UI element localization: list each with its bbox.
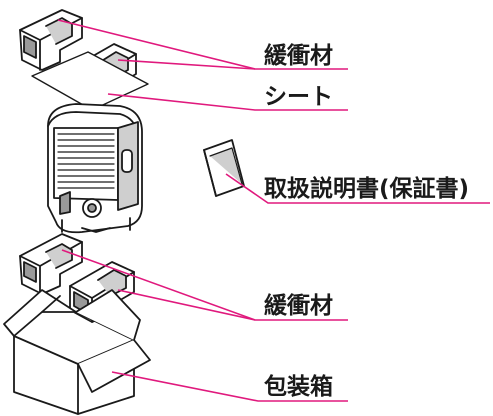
label-box: 包装箱: [264, 374, 333, 400]
label-cushion-bottom: 緩衝材: [264, 293, 333, 319]
leader-cushion-bottom-2: [117, 289, 256, 321]
manual-booklet: [203, 139, 245, 197]
cushion-top-piece-1: [19, 9, 83, 71]
leader-manual: [225, 173, 490, 204]
leader-box: [111, 371, 348, 402]
leader-cushion-top-2: [117, 59, 256, 70]
leader-sheet: [107, 93, 348, 111]
label-sheet: シート: [264, 84, 333, 110]
label-cushion-top: 緩衝材: [264, 43, 333, 69]
leader-lines: [57, 19, 490, 402]
packaging-box: [3, 289, 151, 415]
label-manual: 取扱説明書(保証書): [264, 176, 470, 202]
cushion-bottom-piece-1: [19, 233, 83, 295]
heater-unit: [47, 103, 143, 234]
